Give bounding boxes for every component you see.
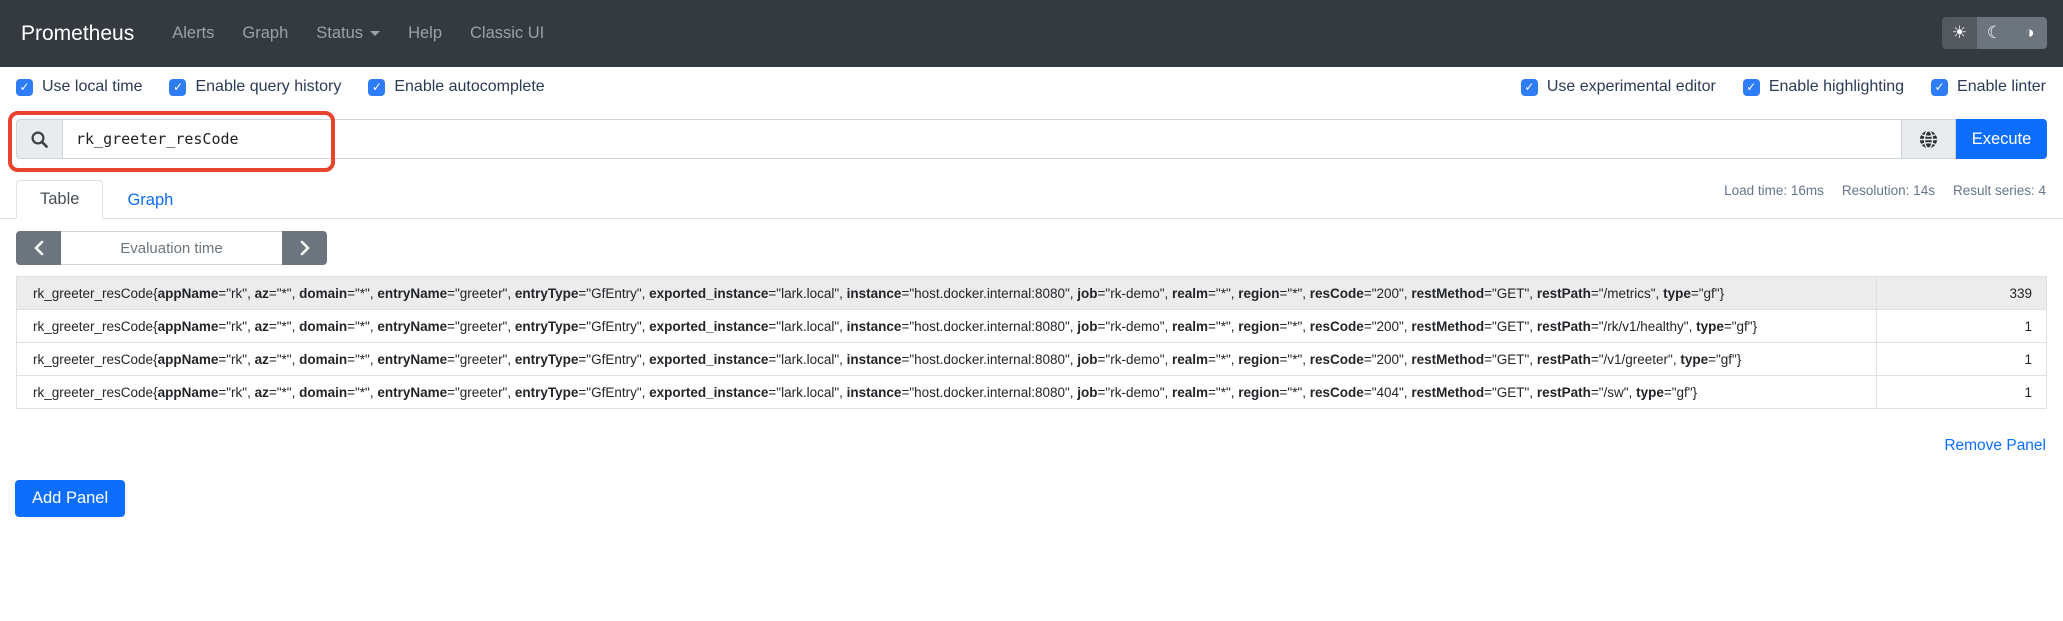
table-row: rk_greeter_resCode{appName="rk", az="*",… bbox=[16, 375, 2047, 409]
navbar-links: Alerts Graph Status Help Classic UI bbox=[158, 24, 558, 43]
search-icon bbox=[31, 130, 48, 148]
evaluation-time-stepper bbox=[16, 231, 327, 265]
checkbox-checked-icon: ✓ bbox=[1520, 78, 1538, 96]
next-time-button[interactable] bbox=[282, 231, 327, 265]
previous-time-button[interactable] bbox=[16, 231, 61, 265]
nav-item-help[interactable]: Help bbox=[394, 24, 456, 43]
nav-item-label: Help bbox=[408, 24, 442, 42]
table-row: rk_greeter_resCode{appName="rk", az="*",… bbox=[16, 309, 2047, 343]
checkbox-enable-highlighting[interactable]: ✓ Enable highlighting bbox=[1742, 78, 1905, 96]
series-expression: rk_greeter_resCode{appName="rk", az="*",… bbox=[16, 276, 1877, 310]
nav-item-label: Alerts bbox=[172, 24, 215, 42]
evaluation-time-input[interactable] bbox=[61, 231, 282, 265]
checkbox-label: Enable highlighting bbox=[1768, 78, 1905, 95]
checkbox-checked-icon: ✓ bbox=[1742, 78, 1760, 96]
options-right-group: ✓ Use experimental editor ✓ Enable highl… bbox=[1520, 78, 2046, 96]
search-addon bbox=[16, 119, 62, 159]
checkbox-label: Enable linter bbox=[1957, 78, 2046, 95]
stat-resolution: Resolution: 14s bbox=[1841, 183, 1935, 198]
top-navbar: Prometheus Alerts Graph Status Help Clas… bbox=[0, 0, 2063, 67]
chevron-down-icon bbox=[370, 31, 381, 36]
nav-item-status-dropdown[interactable]: Status bbox=[302, 24, 394, 43]
tab-table[interactable]: Table bbox=[16, 180, 104, 219]
chevron-left-icon bbox=[34, 240, 43, 256]
moon-icon: ☾ bbox=[1986, 23, 2003, 42]
checkbox-enable-linter[interactable]: ✓ Enable linter bbox=[1931, 78, 2046, 96]
brand-prometheus[interactable]: Prometheus bbox=[21, 21, 135, 45]
table-row: rk_greeter_resCode{appName="rk", az="*",… bbox=[16, 342, 2047, 376]
checkbox-enable-autocomplete[interactable]: ✓ Enable autocomplete bbox=[368, 78, 545, 96]
checkbox-label: Use experimental editor bbox=[1546, 78, 1716, 95]
add-panel-button[interactable]: Add Panel bbox=[15, 480, 126, 517]
query-input-group: Execute bbox=[16, 119, 2047, 159]
options-left-group: ✓ Use local time ✓ Enable query history … bbox=[16, 78, 545, 96]
series-expression: rk_greeter_resCode{appName="rk", az="*",… bbox=[16, 342, 1877, 376]
checkbox-checked-icon: ✓ bbox=[16, 78, 33, 96]
checkbox-use-experimental-editor[interactable]: ✓ Use experimental editor bbox=[1520, 78, 1716, 96]
checkbox-enable-query-history[interactable]: ✓ Enable query history bbox=[169, 78, 341, 96]
nav-item-classic-ui[interactable]: Classic UI bbox=[456, 24, 558, 43]
nav-item-label: Status bbox=[316, 24, 364, 42]
nav-item-label: Graph bbox=[242, 24, 289, 42]
query-result-table: rk_greeter_resCode{appName="rk", az="*",… bbox=[16, 276, 2047, 409]
series-expression: rk_greeter_resCode{appName="rk", az="*",… bbox=[16, 309, 1877, 343]
nav-item-alerts[interactable]: Alerts bbox=[158, 24, 228, 43]
nav-item-label: Classic UI bbox=[470, 24, 545, 42]
query-stats: Load time: 16ms Resolution: 14s Result s… bbox=[1724, 183, 2046, 198]
tab-graph[interactable]: Graph bbox=[127, 191, 174, 209]
result-table-body: rk_greeter_resCode{appName="rk", az="*",… bbox=[16, 276, 2047, 409]
chevron-right-icon bbox=[300, 240, 309, 256]
series-value: 339 bbox=[1876, 276, 2047, 310]
nav-item-graph[interactable]: Graph bbox=[228, 24, 302, 43]
checkbox-checked-icon: ✓ bbox=[169, 78, 187, 96]
theme-toggle-group: ☀ ☾ ◑ bbox=[1942, 17, 2047, 49]
checkbox-label: Enable autocomplete bbox=[394, 78, 545, 95]
theme-light-button[interactable]: ☀ bbox=[1942, 17, 1977, 49]
series-value: 1 bbox=[1876, 309, 2047, 343]
series-expression: rk_greeter_resCode{appName="rk", az="*",… bbox=[16, 375, 1877, 409]
theme-auto-button[interactable]: ◑ bbox=[2012, 17, 2047, 49]
series-value: 1 bbox=[1876, 342, 2047, 376]
globe-icon bbox=[1919, 129, 1938, 149]
checkbox-checked-icon: ✓ bbox=[368, 78, 386, 96]
remove-panel-link[interactable]: Remove Panel bbox=[1944, 437, 2046, 454]
table-row: rk_greeter_resCode{appName="rk", az="*",… bbox=[16, 276, 2047, 310]
half-circle-icon: ◑ bbox=[2024, 23, 2035, 42]
query-expression-input[interactable] bbox=[62, 119, 1902, 159]
checkbox-checked-icon: ✓ bbox=[1931, 78, 1949, 96]
checkbox-label: Enable query history bbox=[195, 78, 342, 95]
stat-result-series: Result series: 4 bbox=[1952, 183, 2046, 198]
checkbox-label: Use local time bbox=[42, 78, 143, 95]
sun-icon: ☀ bbox=[1951, 23, 1968, 42]
execute-button[interactable]: Execute bbox=[1956, 119, 2047, 159]
panel-tabs: Table Graph bbox=[0, 177, 2063, 219]
options-row: ✓ Use local time ✓ Enable query history … bbox=[16, 78, 2046, 96]
checkbox-use-local-time[interactable]: ✓ Use local time bbox=[16, 78, 142, 96]
series-value: 1 bbox=[1876, 375, 2047, 409]
metrics-explorer-button[interactable] bbox=[1902, 119, 1956, 159]
theme-dark-button[interactable]: ☾ bbox=[1977, 17, 2012, 49]
stat-load-time: Load time: 16ms bbox=[1724, 183, 1824, 198]
